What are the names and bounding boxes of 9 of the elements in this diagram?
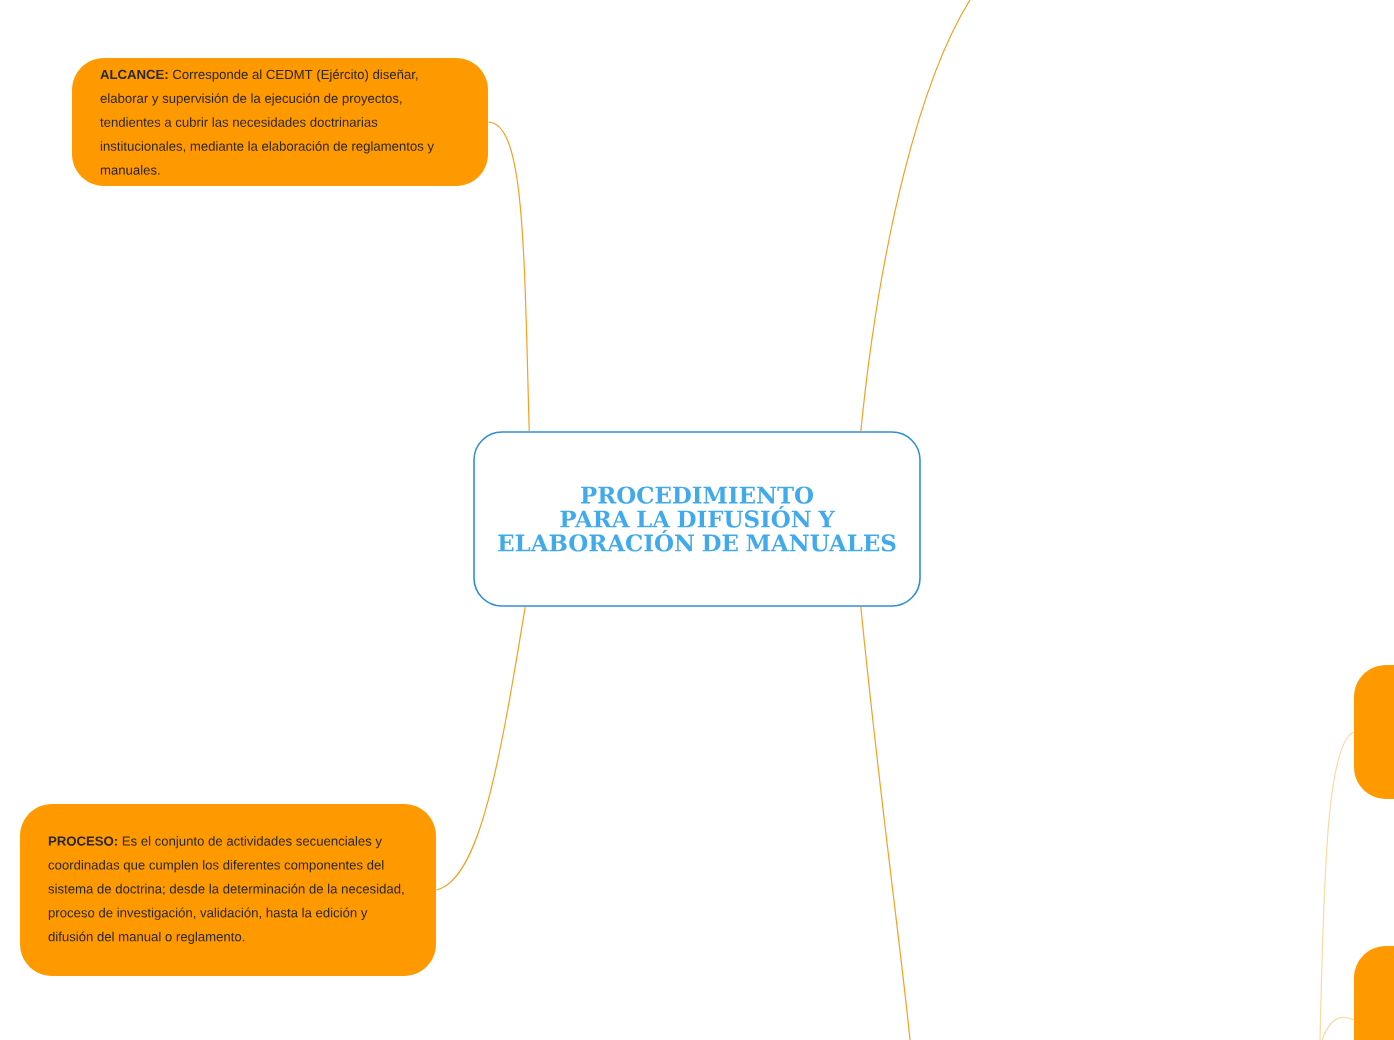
connector-line bbox=[487, 121, 530, 432]
subtopic-box bbox=[1354, 665, 1394, 799]
connector-line bbox=[1319, 731, 1355, 1040]
connector-line bbox=[1321, 1016, 1355, 1040]
connector-line bbox=[860, 0, 971, 432]
subtopic-box bbox=[1354, 946, 1394, 1040]
connector-line bbox=[435, 606, 526, 891]
central-topic-box: PROCEDIMIENTO PARA LA DIFUSIÓN Y ELABORACIÓN DE MANUALES bbox=[473, 431, 921, 607]
connector-line bbox=[860, 606, 911, 1040]
